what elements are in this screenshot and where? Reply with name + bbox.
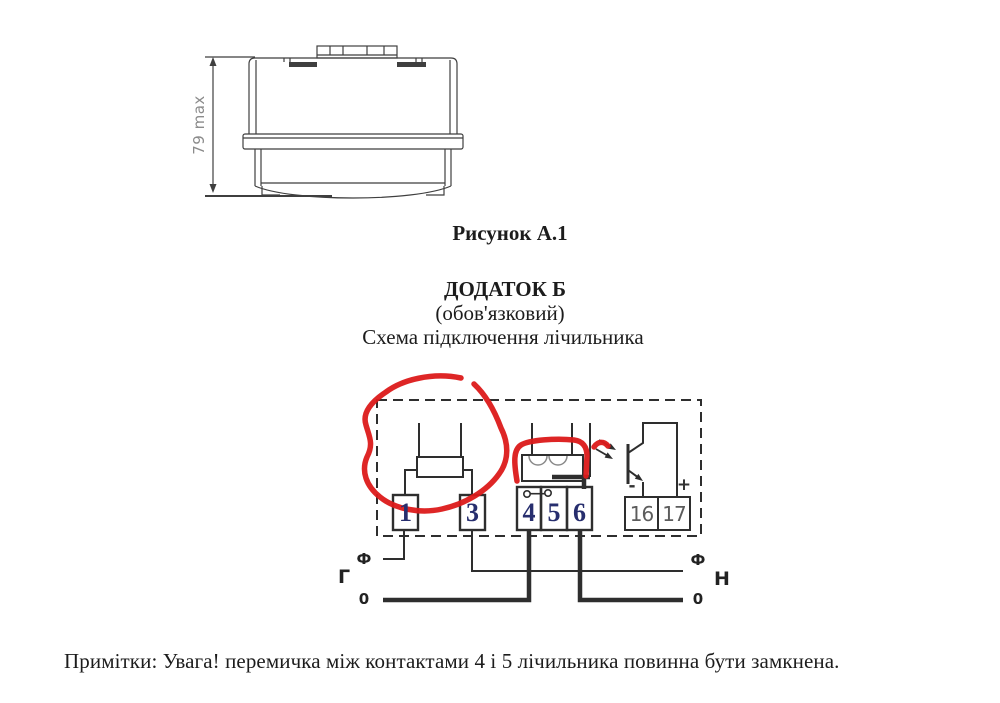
figure-caption: Рисунок А.1 (452, 221, 568, 245)
terminal-label-6: 6 (573, 498, 586, 527)
plus-label: + (676, 475, 692, 495)
right-neutral-label: 0 (692, 589, 704, 608)
meter-boundary-dashed (376, 399, 702, 537)
appendix-status: (обов'язковий) (435, 301, 565, 325)
wire-neutral-out (577, 530, 683, 603)
red-arch-voltage-coil (512, 436, 590, 484)
terminal-label-4: 4 (522, 498, 536, 527)
terminal-label-3: 3 (466, 497, 479, 527)
generator-side-label: Г (337, 566, 351, 588)
appendix-subtitle: Схема підключення лічильника (362, 325, 644, 349)
terminal-label-17: 17 (662, 501, 686, 526)
terminal-label-1: 1 (399, 497, 412, 527)
left-neutral-label: 0 (358, 589, 370, 608)
terminal-label-16: 16 (629, 501, 654, 526)
left-phase-label: Ф (356, 549, 372, 568)
terminal-box-17 (657, 496, 691, 531)
meter-housing-outline (242, 45, 464, 199)
load-side-label: Н (714, 568, 730, 590)
dimension-label: 79 max (190, 95, 208, 155)
terminal-label-5: 5 (547, 498, 561, 527)
external-wires (383, 530, 683, 603)
appendix-title: ДОДАТОК Б (444, 277, 566, 301)
wire-phase-out (471, 530, 683, 572)
dimension-line (205, 56, 332, 197)
current-element (404, 423, 473, 495)
red-pen-annotations (361, 373, 611, 514)
jumper-4-5 (522, 488, 552, 498)
wire-neutral-in (383, 530, 532, 603)
note-text: Примітки: Увага! перемичка між контактам… (64, 649, 840, 673)
voltage-coil (521, 423, 591, 489)
meter-side-view-drawing (205, 45, 464, 199)
minus-label: - (628, 476, 636, 496)
wire-phase-in (383, 530, 405, 560)
red-flick (591, 439, 611, 450)
right-phase-label: Ф (690, 550, 706, 569)
red-circle-current-coil (361, 373, 510, 514)
